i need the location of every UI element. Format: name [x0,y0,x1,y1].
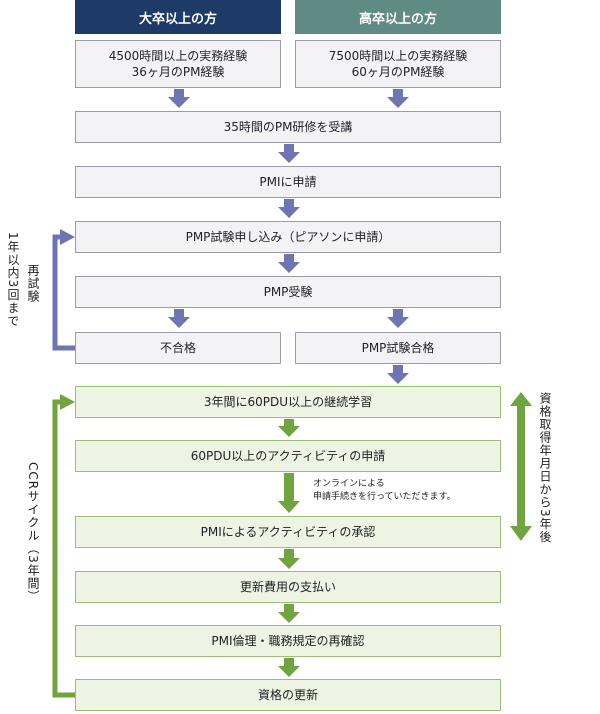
step-fail-label: 不合格 [159,341,196,355]
green-arrows [278,419,300,677]
online-note-line2: 申請手続きを行っていただきます。 [313,492,456,502]
three-year-double-arrow [510,392,532,541]
retake-label: 再試験 [26,264,40,303]
step-pass-label: PMP試験合格 [361,341,435,355]
arrow-down-icon [278,549,300,569]
ccr-cycle-label: CCRサイクル（3年間） [26,462,40,603]
step-exam-label: PMP受験 [263,285,313,299]
arrow-down-icon [387,309,409,328]
step-exam-apply-label: PMP試験申し込み（ピアソンに申請） [185,230,391,244]
step-training-label: 35時間のPM研修を受講 [223,120,353,134]
step-training: 35時間のPM研修を受講 [75,111,501,143]
ccr-ethics-label: PMI倫理・職務規定の再確認 [211,634,365,648]
ccr-ethics: PMI倫理・職務規定の再確認 [75,625,501,657]
retake-limit-label: 1年以内3回まで [6,232,20,328]
requirement-highschool-months: 60ヶ月のPM経験 [351,65,445,79]
ccr-renewal-label: 資格の更新 [257,688,318,702]
ccr-approval: PMIによるアクティビティの承認 [75,516,501,548]
arrow-down-icon [278,254,300,273]
header-university-label: 大卒以上の方 [138,11,217,27]
arrow-down-icon [278,199,300,218]
arrow-down-icon [278,658,300,677]
step-apply-pmi-label: PMIに申請 [259,175,317,189]
online-note-line1: オンラインによる [313,479,385,489]
step-exam: PMP受験 [75,276,501,308]
requirement-university-months: 36ヶ月のPM経験 [131,65,225,79]
header-highschool: 高卒以上の方 [295,0,501,34]
arrow-down-icon [278,604,300,623]
arrow-down-icon [278,144,300,163]
arrow-down-icon [278,473,300,513]
requirement-highschool-hours: 7500時間以上の実務経験 [328,49,468,63]
requirement-university: 4500時間以上の実務経験 36ヶ月のPM経験 [75,40,281,88]
requirement-highschool: 7500時間以上の実務経験 60ヶ月のPM経験 [295,40,501,88]
online-note: オンラインによる 申請手続きを行っていただきます。 [313,478,456,504]
arrow-down-icon [278,419,300,437]
requirement-university-hours: 4500時間以上の実務経験 [108,49,248,63]
ccr-loop-arrow [52,394,75,698]
ccr-fee: 更新費用の支払い [75,571,501,603]
ccr-approval-label: PMIによるアクティビティの承認 [200,525,376,539]
step-fail: 不合格 [75,332,281,364]
ccr-renewal: 資格の更新 [75,679,501,711]
step-apply-pmi: PMIに申請 [75,166,501,198]
ccr-fee-label: 更新費用の支払い [239,580,336,594]
step-exam-apply: PMP試験申し込み（ピアソンに申請） [75,221,501,253]
header-university: 大卒以上の方 [75,0,281,34]
ccr-activity-apply: 60PDU以上のアクティビティの申請 [75,440,501,472]
arrow-down-icon [387,89,409,108]
step-pass: PMP試験合格 [295,332,501,364]
header-highschool-label: 高卒以上の方 [358,11,437,27]
purple-arrows [168,89,409,384]
arrow-down-icon [387,365,409,384]
retake-loop-arrow [52,229,75,351]
ccr-learning: 3年間に60PDU以上の継続学習 [75,386,501,418]
deadline-label: 資格取得年月日から3年後 [538,392,552,544]
arrow-down-icon [168,89,190,108]
ccr-learning-label: 3年間に60PDU以上の継続学習 [203,395,373,409]
ccr-activity-apply-label: 60PDU以上のアクティビティの申請 [190,449,386,463]
arrow-down-icon [168,309,190,328]
